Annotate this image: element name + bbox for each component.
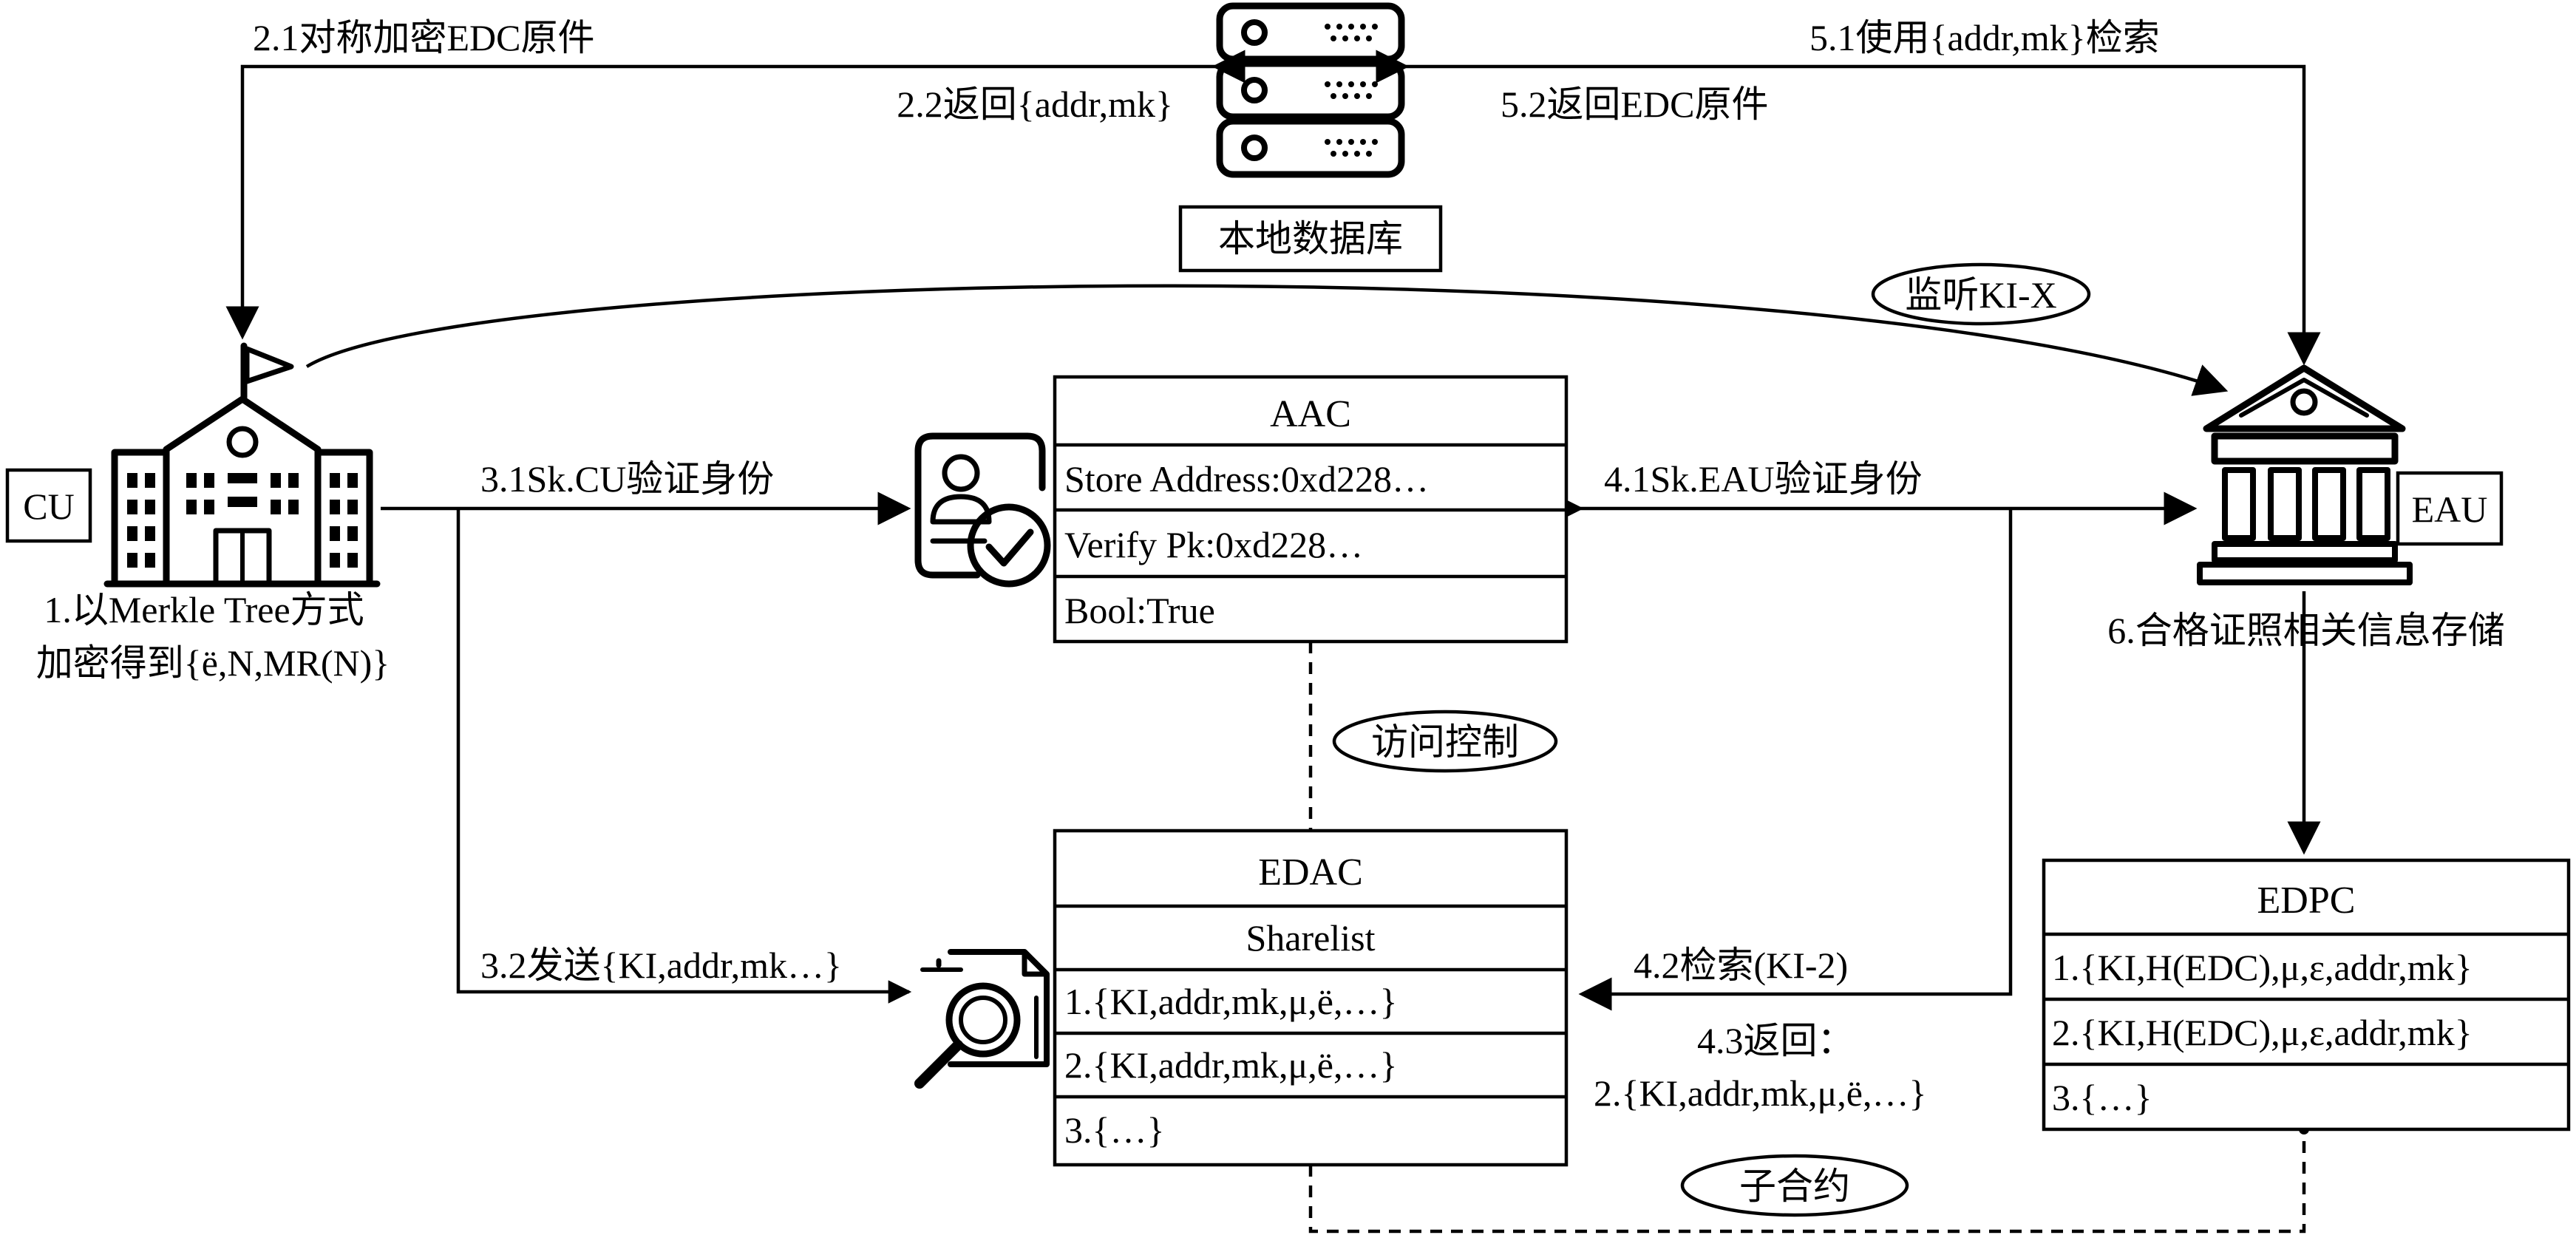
edpc-row: 3.{…} — [2052, 1077, 2152, 1118]
eau-desc: 6.合格证照相关信息存储 — [2107, 610, 2505, 651]
access-control-oval — [1332, 710, 1558, 773]
aac-row: Verify Pk:0xd228… — [1064, 524, 1363, 565]
edge-4-1-label: 4.1Sk.EAU验证身份 — [1604, 458, 1923, 500]
edge-2-1-arrow — [225, 50, 1245, 340]
edpc-row: 1.{KI,H(EDC),μ,ε,addr,mk} — [2052, 947, 2473, 988]
edac-row: 3.{…} — [1064, 1109, 1165, 1151]
edge-2-1-label: 2.1对称加密EDC原件 — [253, 17, 595, 58]
edac-table: EDAC Sharelist 1.{KI,addr,mk,μ,ë,…} 2.{K… — [1053, 829, 1569, 1167]
aac-table: AAC Store Address:0xd228… Verify Pk:0xd2… — [1053, 375, 1569, 644]
eau-label: EAU — [2412, 489, 2488, 530]
edge-3-2-arrow — [456, 508, 912, 1004]
db-label: 本地数据库 — [1218, 218, 1403, 259]
cu-desc-line1: 1.以Merkle Tree方式 — [44, 589, 364, 630]
edpc-table: EDPC 1.{KI,H(EDC),μ,ε,addr,mk} 2.{KI,H(E… — [2042, 858, 2571, 1132]
database-icon — [1216, 2, 1405, 178]
bank-building-icon — [2197, 364, 2413, 585]
subcontract-label: 子合约 — [1739, 1166, 1850, 1207]
cu-label: CU — [23, 486, 74, 527]
edge-5-1-label: 5.1使用{addr,mk}检索 — [1809, 17, 2160, 58]
aac-title: AAC — [1270, 393, 1351, 435]
edac-subtitle: Sharelist — [1246, 917, 1376, 959]
school-building-icon — [103, 342, 381, 588]
eau-label-box — [2396, 471, 2504, 546]
edge-4-3-label-line1: 4.3返回： — [1697, 1020, 1855, 1061]
edge-4-2-arrow — [1578, 508, 2013, 1011]
edpc-row: 2.{KI,H(EDC),μ,ε,addr,mk} — [2052, 1012, 2473, 1053]
subcontract-oval — [1680, 1154, 1909, 1217]
edge-2-2-label: 2.2返回{addr,mk} — [897, 84, 1173, 125]
edge-4-2-label: 4.2检索(KI-2) — [1634, 945, 1848, 986]
edac-row: 1.{KI,addr,mk,μ,ë,…} — [1064, 981, 1398, 1022]
edge-3-1-label: 3.1Sk.CU验证身份 — [480, 458, 774, 500]
edac-row: 2.{KI,addr,mk,μ,ë,…} — [1064, 1044, 1398, 1086]
edge-3-2-label: 3.2发送{KI,addr,mk…} — [480, 945, 842, 986]
subcontract-link — [1308, 1129, 2306, 1234]
id-card-check-icon — [914, 432, 1051, 588]
edge-4-3-label-line2: 2.{KI,addr,mk,μ,ë,…} — [1594, 1072, 1927, 1114]
edge-listen-arrow — [305, 284, 2229, 396]
edac-title: EDAC — [1258, 851, 1363, 894]
aac-row: Bool:True — [1064, 590, 1215, 631]
listen-label: 监听KI-X — [1905, 274, 2057, 316]
access-control-label: 访问控制 — [1371, 721, 1519, 763]
cu-desc-line2: 加密得到{ë,N,MR(N)} — [36, 642, 390, 684]
aac-row: Store Address:0xd228… — [1064, 458, 1429, 500]
listen-oval — [1871, 262, 2091, 326]
edge-5-1-arrow — [1376, 50, 2321, 366]
edge-5-2-label: 5.2返回EDC原件 — [1501, 84, 1769, 125]
cu-label-box — [5, 468, 92, 543]
document-search-icon — [914, 949, 1050, 1089]
edpc-title: EDPC — [2257, 880, 2356, 922]
